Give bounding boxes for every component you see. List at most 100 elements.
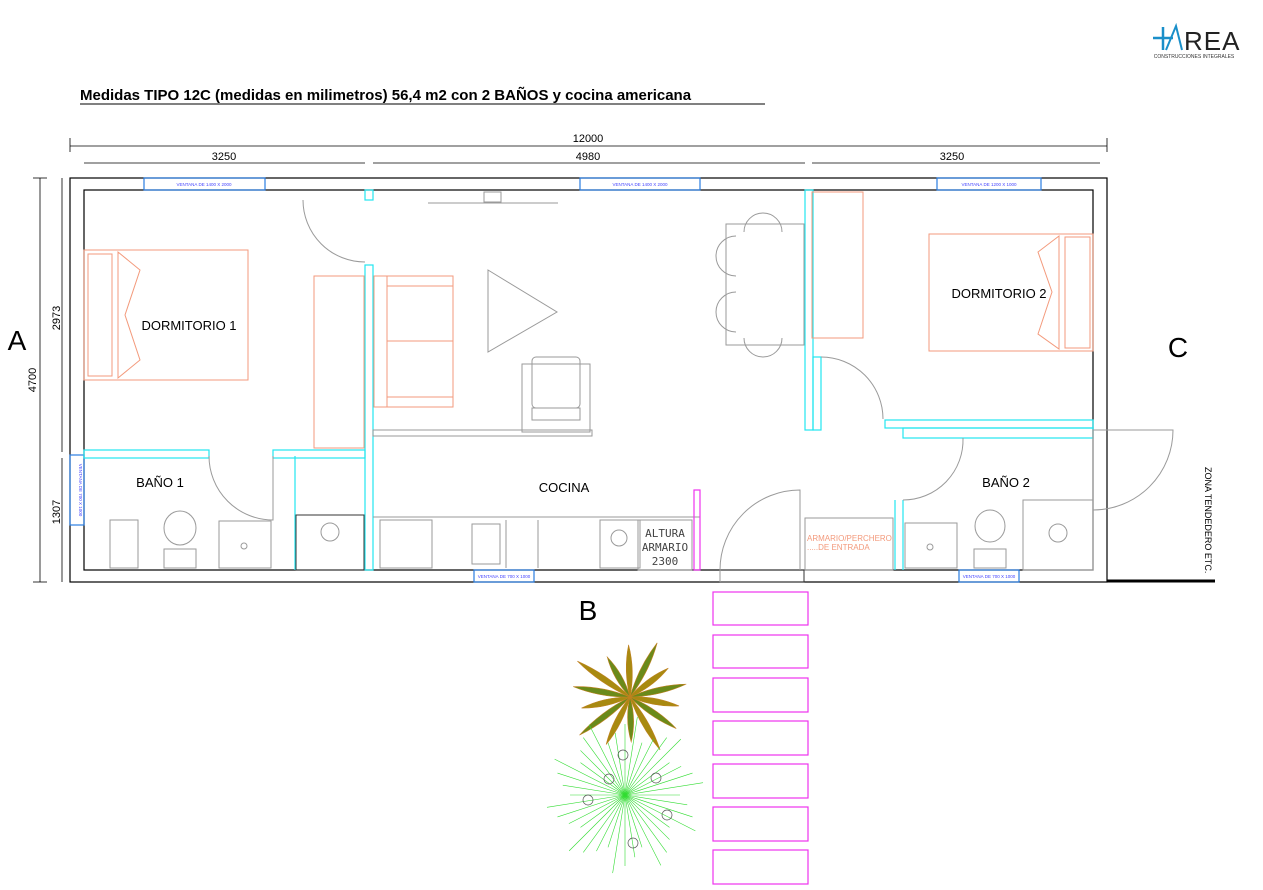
palm-leaf (629, 667, 669, 698)
fern-node (650, 772, 662, 784)
dim-total-depth: 4700 (27, 368, 39, 392)
kitchen-counter (373, 516, 700, 571)
room-bano-2: BAÑO 2 (982, 475, 1030, 490)
fern-frond (624, 794, 636, 858)
fern-frond (583, 794, 626, 853)
logo-tagline: CONSTRUCCIONES INTEGRALES (1154, 54, 1235, 60)
dining-table (715, 212, 805, 358)
dim-depth-1: 2973 (51, 306, 63, 330)
room-dormitorio-2: DORMITORIO 2 (951, 286, 1046, 301)
fern-frond (557, 794, 626, 818)
fern-frond (562, 784, 626, 796)
fern-frond (624, 766, 682, 796)
palm-leaf (606, 655, 631, 699)
dim-depth-2: 1307 (51, 500, 63, 524)
fern-frond (607, 794, 626, 848)
svg-text:ALTURA: ALTURA (645, 527, 685, 540)
fern-frond (557, 772, 626, 796)
svg-text:2300: 2300 (652, 555, 679, 568)
room-dormitorio-1: DORMITORIO 1 (141, 318, 236, 333)
fern-frond (580, 750, 626, 796)
window-label-1: VENTANA DE 1400 X 2000 (177, 182, 232, 187)
fern-frond (624, 794, 667, 853)
fern-frond (624, 737, 667, 796)
palm-leaf (605, 696, 631, 745)
fern-frond (596, 794, 626, 852)
palm-leaf (629, 642, 658, 698)
svg-text:ARMARIO: ARMARIO (642, 541, 688, 554)
fern-node (617, 749, 629, 761)
interior-walls (83, 189, 1094, 583)
plan-title: Medidas TIPO 12C (medidas en milimetros)… (80, 86, 692, 104)
palm-leaf (629, 696, 661, 751)
bed-2 (928, 233, 1094, 352)
fern-frond (624, 794, 688, 806)
company-logo: REA CONSTRUCCIONES INTEGRALES (1153, 22, 1240, 60)
fern-frond (580, 794, 626, 828)
palm-leaf (629, 696, 680, 707)
wardrobe-1 (313, 275, 365, 449)
bathroom-1-fixtures (109, 510, 365, 571)
fern-frond (624, 794, 662, 866)
fern-frond (607, 742, 626, 796)
fern-node (582, 794, 594, 806)
dim-width-2: 4980 (576, 151, 600, 163)
fern-frond (624, 794, 643, 848)
fern-frond (583, 737, 626, 796)
dim-width-3: 3250 (940, 151, 964, 163)
wardrobe-2 (811, 191, 864, 339)
fern-frond (624, 762, 670, 796)
palm-leaf (629, 696, 677, 729)
fern-frond (554, 758, 626, 796)
perchero-note: ARMARIO/PERCHERO .....DE ENTRADA (807, 534, 892, 552)
fern-frond (612, 794, 626, 874)
fern-node (661, 809, 673, 821)
kitchen-bar (372, 429, 593, 437)
window-label-4: VENTANA DE 700 X 1000 (478, 574, 531, 579)
fern-frond (580, 762, 626, 796)
palm-leaf (573, 686, 631, 698)
fern-frond (624, 772, 693, 796)
room-bano-1: BAÑO 1 (136, 475, 184, 490)
fern-frond (624, 794, 670, 828)
svg-text:REA: REA (1184, 26, 1240, 56)
dimension-lines: 12000 3250 4980 3250 4700 2973 1307 (27, 133, 1108, 583)
bed-1 (83, 249, 249, 381)
window-label-5: VENTANA DE 700 X 1000 (963, 574, 1016, 579)
palm-leaf (581, 696, 631, 709)
palm-leaf (579, 696, 631, 736)
fern-frond (624, 716, 638, 796)
fern-frond (568, 794, 626, 852)
tv-unit (428, 191, 558, 204)
stepping-stones (712, 591, 809, 885)
facade-c: C (1168, 332, 1188, 363)
fern-frond (624, 742, 643, 796)
palm-leaf (627, 695, 634, 744)
palm-leaf (577, 660, 631, 698)
facade-a: A (8, 325, 27, 356)
dim-total-width: 12000 (573, 133, 604, 145)
window-label-6: VENTANA DE 700 X 1000 (78, 464, 83, 517)
armario-note: ALTURA ARMARIO 2300 (642, 527, 688, 568)
sofa (373, 275, 454, 408)
coffee-table (487, 269, 558, 353)
fern-frond (624, 794, 696, 832)
doors (208, 199, 1174, 582)
fern-frond (546, 794, 626, 808)
fern-frond (624, 794, 693, 818)
bathroom-2-fixtures (804, 499, 1094, 571)
fern-frond (624, 782, 704, 796)
fern-frond (588, 724, 626, 796)
partition (693, 489, 701, 571)
window-label-2: VENTANA DE 1400 X 2000 (613, 182, 668, 187)
dim-width-1: 3250 (212, 151, 236, 163)
palm-leaf (629, 683, 687, 698)
plant-green-icon (546, 716, 704, 874)
palm-leaf (625, 644, 633, 698)
fern-node (627, 837, 639, 849)
fern-frond (624, 738, 682, 796)
windows: VENTANA DE 1400 X 2000 VENTANA DE 1400 X… (69, 177, 1042, 583)
fern-node (603, 773, 615, 785)
fern-frond (624, 738, 654, 796)
svg-text:.....DE ENTRADA: .....DE ENTRADA (807, 543, 870, 552)
